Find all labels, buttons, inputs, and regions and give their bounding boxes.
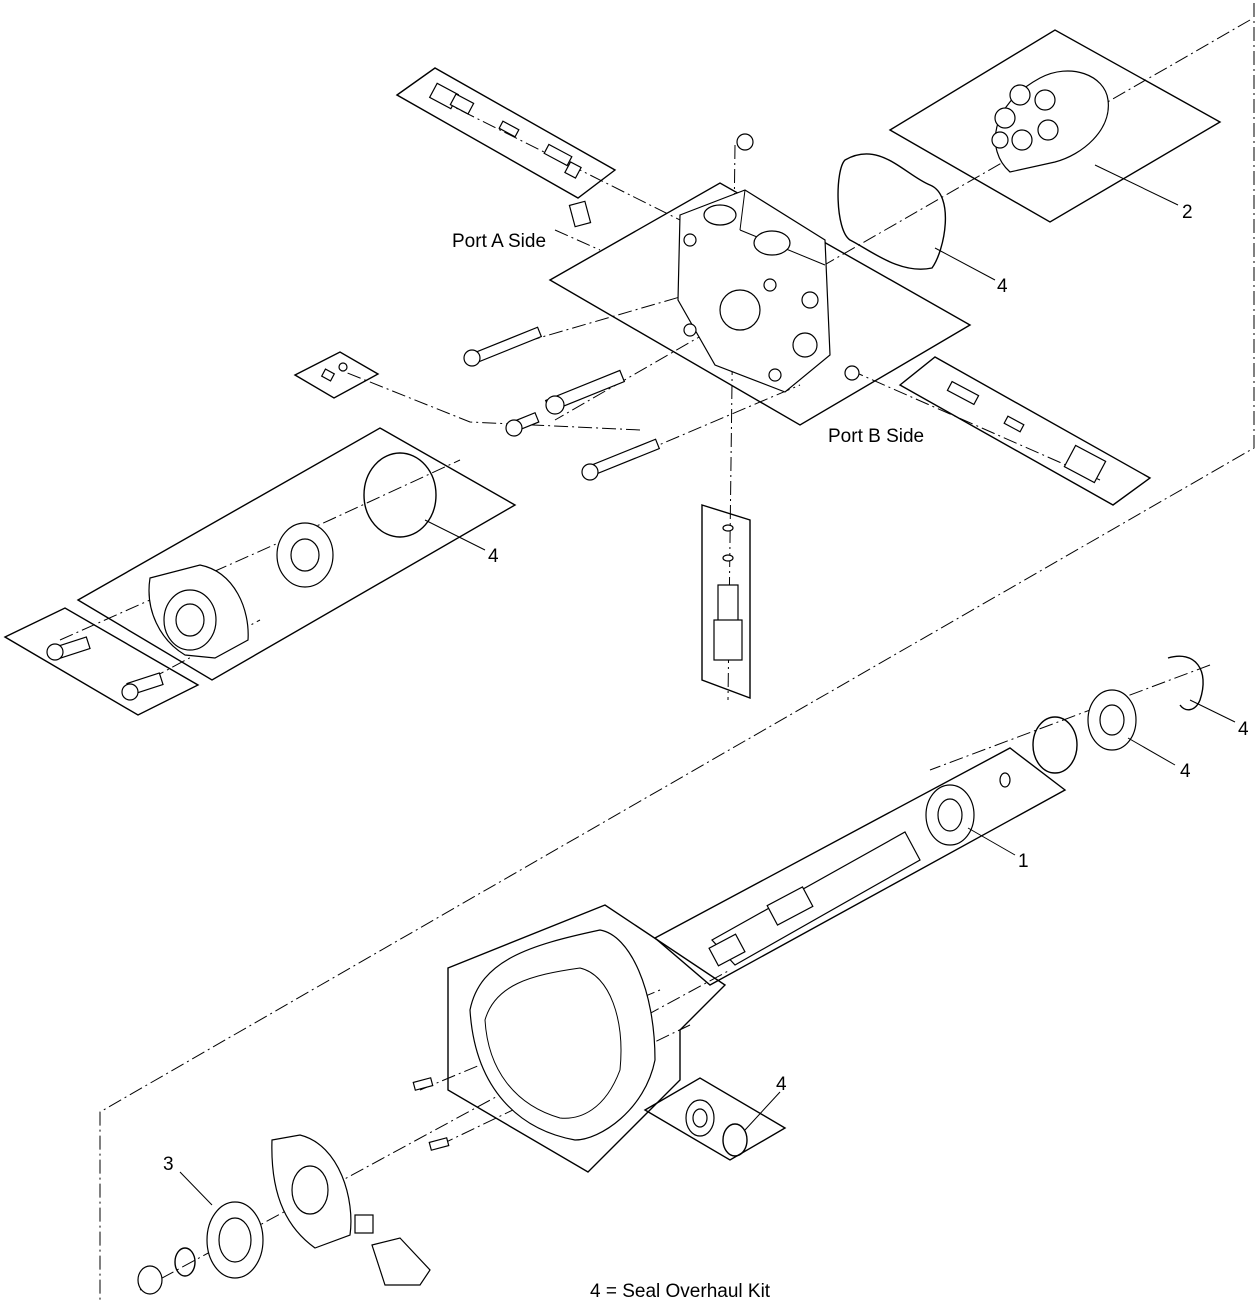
shaft-seal-box xyxy=(643,1077,787,1161)
rotating-group-box xyxy=(888,29,1222,223)
legend-text: 4 = Seal Overhaul Kit xyxy=(590,1281,771,1302)
front-plate xyxy=(148,564,249,659)
leader-lines xyxy=(179,164,1236,1206)
callout-4-ring: 4 xyxy=(1238,719,1249,740)
shaft-seal xyxy=(685,1099,748,1157)
kit-boxes xyxy=(3,29,1222,1173)
callout-2: 2 xyxy=(1182,202,1193,223)
relief-valve-a xyxy=(428,82,582,179)
o-ring-middle xyxy=(363,452,437,538)
guide-lines xyxy=(59,3,1255,1300)
bolt-box xyxy=(3,607,200,716)
callout-3: 3 xyxy=(163,1154,174,1175)
relief-valve-box-b xyxy=(898,356,1152,506)
lower-left-assembly xyxy=(137,1134,431,1295)
pump-housing xyxy=(412,929,656,1151)
gerotor-box xyxy=(76,427,517,681)
callout-4-bearing: 4 xyxy=(1180,761,1191,782)
rotating-group xyxy=(991,70,1109,173)
end-cover xyxy=(568,133,860,393)
callout-4-upper: 4 xyxy=(997,276,1008,297)
port-a-label: Port A Side xyxy=(452,231,546,252)
shaft-sensor-box xyxy=(701,504,751,700)
callout-4-seal: 4 xyxy=(776,1074,787,1095)
bearing-assembly-right xyxy=(999,655,1204,788)
callout-1: 1 xyxy=(1018,851,1029,872)
end-cover-box xyxy=(548,182,972,426)
bolts-lower-left xyxy=(46,636,164,701)
gerotor xyxy=(276,522,334,588)
drive-shaft xyxy=(708,784,975,967)
port-b-label: Port B Side xyxy=(828,426,924,447)
relief-valve-b xyxy=(946,380,1107,484)
callout-4-middle: 4 xyxy=(488,546,499,567)
shaft-box xyxy=(653,747,1067,986)
check-valve-box xyxy=(293,351,380,399)
check-valve xyxy=(320,362,348,382)
relief-valve-box-a xyxy=(395,67,617,199)
housing-box xyxy=(447,904,727,1173)
shaft-sensor xyxy=(713,524,743,661)
bolts-middle xyxy=(463,326,661,481)
o-ring-upper xyxy=(837,153,947,270)
